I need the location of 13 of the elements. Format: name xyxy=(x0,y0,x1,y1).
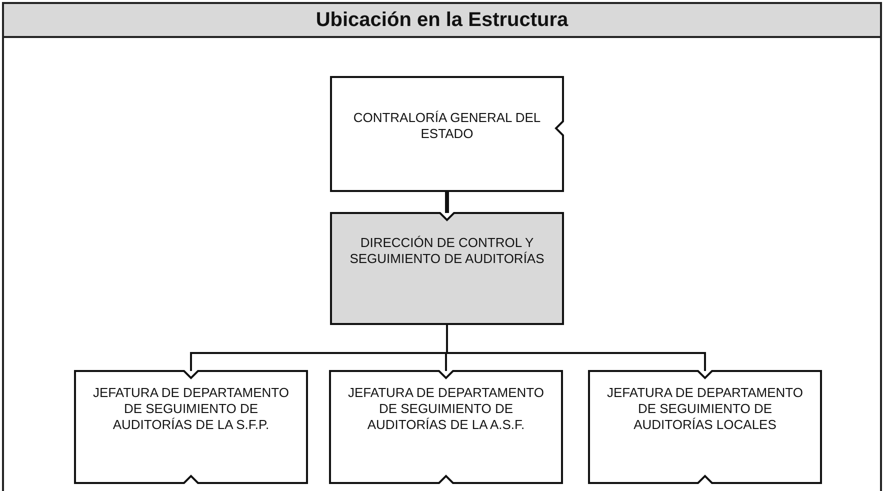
unit-name: JEFATURA DE DEPARTAMENTO DE SEGUIMIENTO DE AUDITORÍAS DE LA A.S.F. xyxy=(347,385,545,433)
unit-name: JEFATURA DE DEPARTAMENTO DE SEGUIMIENTO DE AUDITORÍAS LOCALES xyxy=(606,385,804,433)
connector-line xyxy=(445,191,449,213)
org-unit-box xyxy=(331,77,563,191)
unit-name: CONTRALORÍA GENERAL DEL ESTADO xyxy=(352,110,542,142)
org-unit-box xyxy=(331,213,563,324)
org-unit-box xyxy=(330,371,562,483)
org-unit-box xyxy=(75,371,307,483)
unit-name: DIRECCIÓN DE CONTROL Y SEGUIMIENTO DE AUDITORÍAS xyxy=(348,235,546,267)
org-unit-box xyxy=(589,371,821,483)
connector-line xyxy=(446,324,706,371)
unit-name: JEFATURA DE DEPARTAMENTO DE SEGUIMIENTO DE AUDITORÍAS DE LA S.F.P. xyxy=(92,385,290,433)
title-bar: Ubicación en la Estructura xyxy=(4,4,880,38)
